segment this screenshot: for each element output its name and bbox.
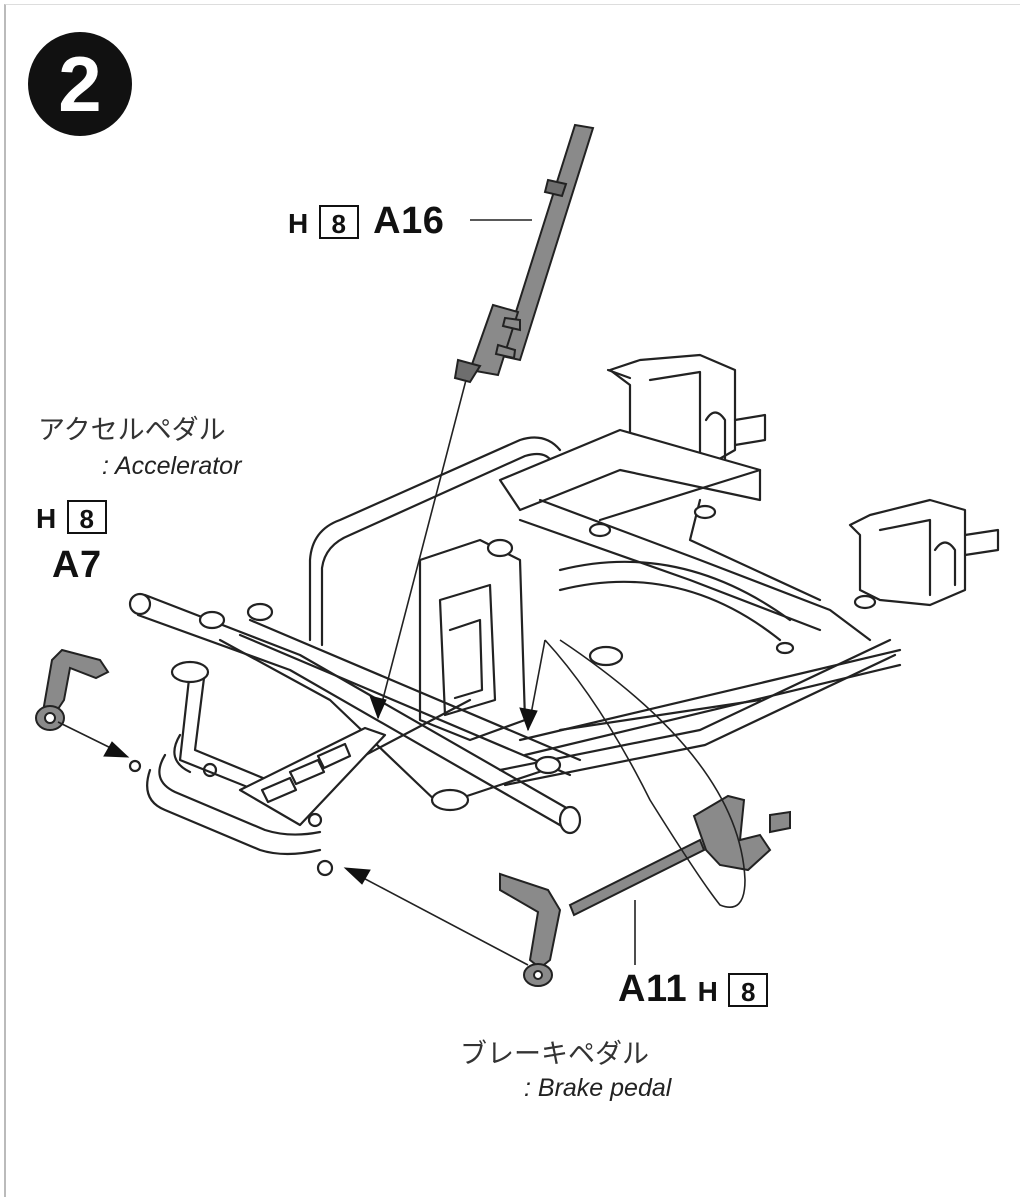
- brake-label-group: A11 H 8: [618, 968, 769, 1011]
- accelerator-part-number: A7: [52, 544, 102, 586]
- assembly-arrows: [103, 695, 538, 885]
- accelerator-label-en: : Accelerator: [102, 452, 242, 480]
- floor-tray: [238, 726, 387, 827]
- accelerator-label-jp: アクセルペダル: [38, 415, 226, 446]
- step-number-badge: 2: [28, 32, 132, 136]
- brake-label-en: : Brake pedal: [524, 1074, 672, 1102]
- steering-paint-number: 8: [318, 205, 359, 239]
- accelerator-paint-code: H: [36, 503, 57, 534]
- front-wishbone: [178, 668, 472, 802]
- brake-paint-code: H: [697, 976, 718, 1007]
- page-border: [4, 4, 1020, 1197]
- center-tube: [248, 618, 582, 762]
- fuel-tank: [418, 538, 527, 742]
- accelerator-paint-number: 8: [66, 500, 107, 534]
- brake-pedal-part: [499, 794, 791, 987]
- left-side-rail: [308, 436, 562, 642]
- brake-part-number: A11: [618, 968, 688, 1010]
- rear-bearing-block-right: [848, 498, 1000, 607]
- steering-part-number: A16: [373, 200, 445, 242]
- front-bumper: [146, 733, 322, 856]
- steering-column-part: [453, 123, 595, 384]
- brake-label-jp: ブレーキペダル: [460, 1039, 649, 1070]
- main-frame-top: [498, 428, 762, 512]
- rear-curve-tube: [558, 560, 792, 622]
- steering-label-group: H 8 A16: [288, 200, 444, 243]
- steering-paint-code: H: [288, 208, 309, 239]
- accelerator-pedal-part: [35, 648, 110, 731]
- brake-paint-number: 8: [728, 973, 769, 1007]
- assembly-guide-lines: [57, 219, 746, 966]
- accelerator-paint-group: H 8: [36, 500, 107, 535]
- front-axle: [128, 592, 582, 835]
- right-side-rail: [498, 638, 892, 772]
